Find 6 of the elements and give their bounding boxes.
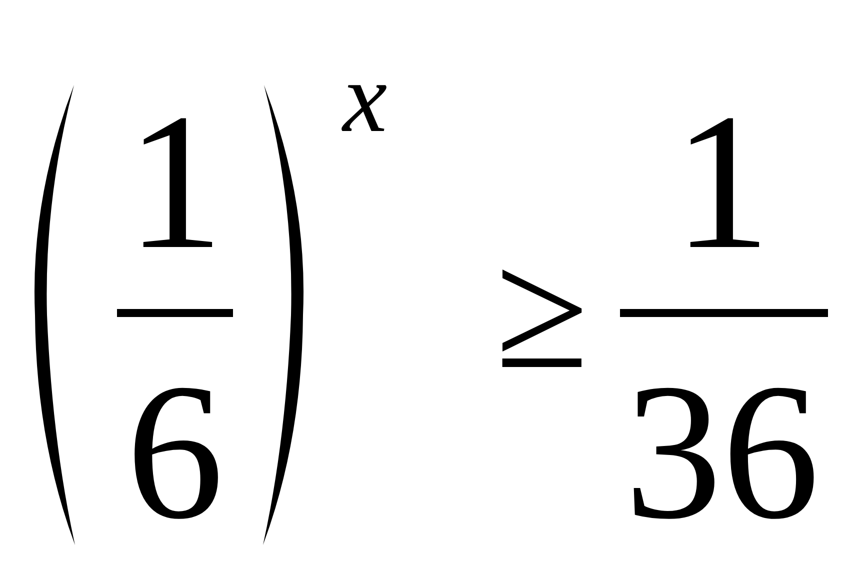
- exponent: x: [342, 42, 388, 153]
- denominator: 36: [624, 344, 820, 560]
- numerator: 1: [126, 74, 224, 290]
- inequality-sign: ≥: [495, 216, 589, 404]
- denominator: 6: [126, 344, 224, 560]
- numerator: 1: [673, 74, 771, 290]
